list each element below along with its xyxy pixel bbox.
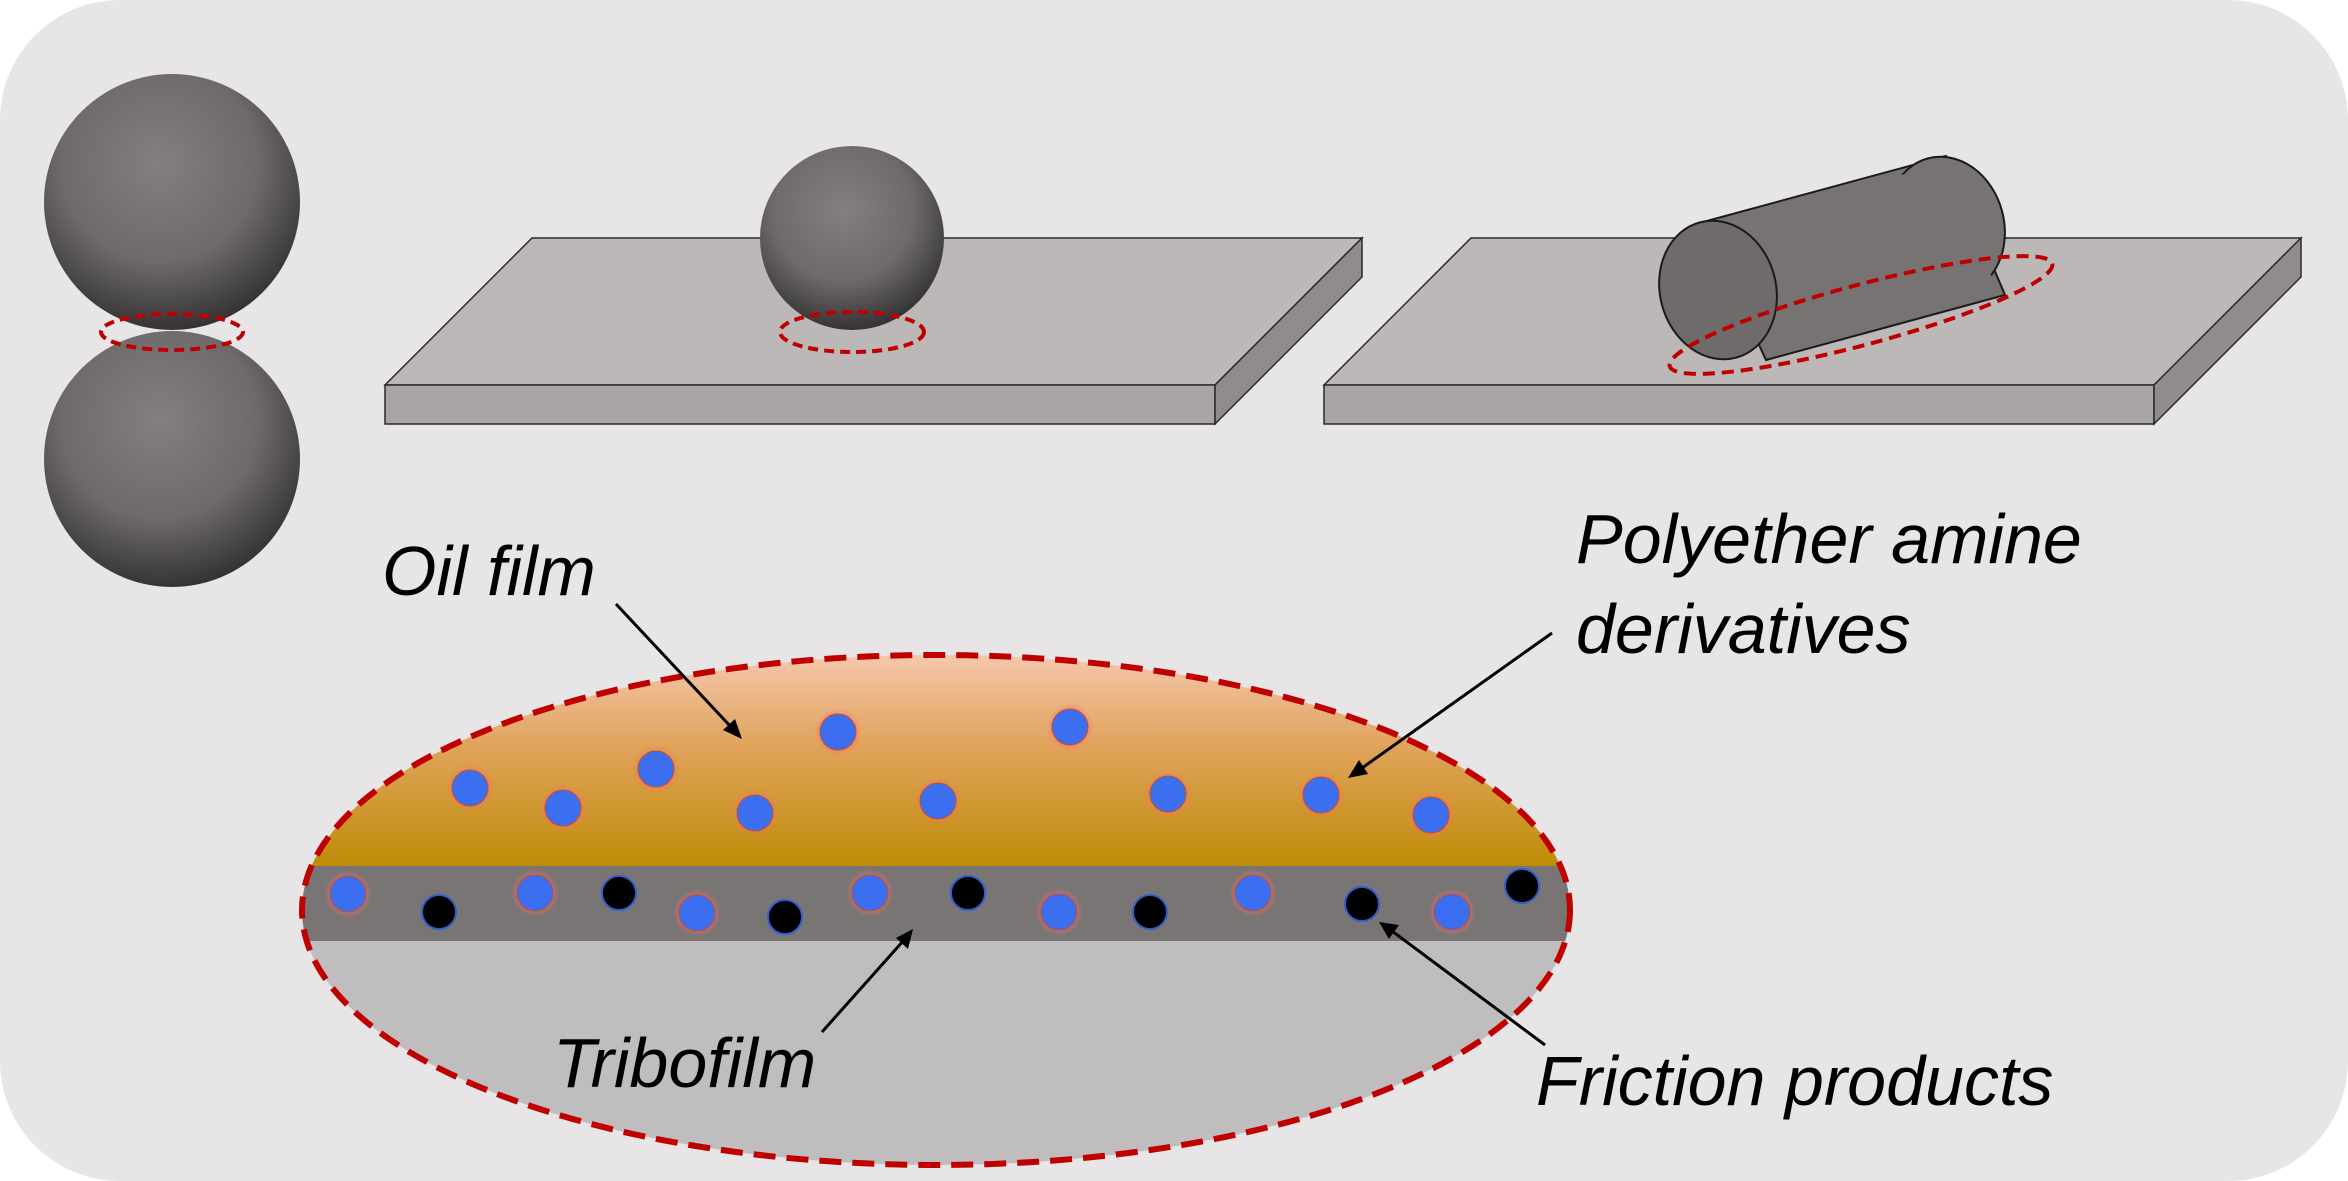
cylinder-front-cap bbox=[1658, 219, 1778, 361]
oil-film-arrow bbox=[614, 602, 742, 739]
ball-on-plate-contact-icon bbox=[383, 146, 1364, 426]
friction-product-particle bbox=[1344, 886, 1380, 922]
additive-particle bbox=[673, 889, 721, 937]
ball-on-ball-contact-icon bbox=[44, 74, 300, 587]
additive-particle bbox=[539, 784, 587, 832]
additive-particle bbox=[1428, 888, 1476, 936]
friction-product-particle bbox=[601, 875, 637, 911]
friction-product-particle bbox=[421, 894, 457, 930]
plate-front bbox=[1323, 384, 2155, 425]
polyether-amine-label: Polyether amine bbox=[1576, 500, 2082, 578]
tribofilm-arrow bbox=[820, 929, 913, 1033]
additive-particle bbox=[1144, 770, 1192, 818]
additive-particle bbox=[324, 870, 372, 918]
oil-additive-particles bbox=[446, 703, 1455, 839]
additive-particle bbox=[1046, 703, 1094, 751]
contact-zoom-outline bbox=[299, 652, 1573, 1168]
cylinder-body-cover bbox=[1708, 164, 1998, 352]
additive-particle bbox=[914, 777, 962, 825]
friction-products-label: Friction products bbox=[1536, 1042, 2053, 1120]
tribofilm-label: Tribofilm bbox=[553, 1024, 816, 1102]
upper-ball bbox=[44, 74, 300, 330]
contact-zone-ring bbox=[778, 310, 926, 354]
contact-zone-ring bbox=[1667, 254, 2055, 376]
plate-front bbox=[384, 384, 1216, 425]
oil-film-label: Oil film bbox=[382, 532, 596, 610]
lower-ball bbox=[44, 331, 300, 587]
polyether-arrow bbox=[1348, 631, 1553, 778]
additive-particle bbox=[1035, 888, 1083, 936]
additive-particle bbox=[731, 789, 779, 837]
friction-product-particle bbox=[1504, 868, 1540, 904]
cylinder-on-plate-contact-icon bbox=[1322, 154, 2303, 426]
friction-products-arrow bbox=[1379, 922, 1546, 1047]
additive-particle bbox=[1297, 771, 1345, 819]
tribofilm-particles bbox=[324, 868, 1540, 937]
additive-particle bbox=[1407, 791, 1455, 839]
additive-particle bbox=[511, 869, 559, 917]
derivatives-label: derivatives bbox=[1576, 590, 1911, 668]
contact-zone-ring bbox=[99, 312, 245, 352]
additive-particle bbox=[446, 764, 494, 812]
callout-arrows bbox=[614, 602, 1553, 1047]
additive-particle bbox=[632, 745, 680, 793]
friction-product-particle bbox=[767, 899, 803, 935]
ball bbox=[760, 146, 944, 330]
plate-side bbox=[2153, 236, 2302, 426]
additive-particle bbox=[1229, 869, 1277, 917]
friction-product-particle bbox=[950, 875, 986, 911]
friction-product-particle bbox=[1132, 894, 1168, 930]
additive-particle bbox=[814, 708, 862, 756]
additive-particle bbox=[846, 869, 894, 917]
plate-side bbox=[1214, 236, 1363, 426]
